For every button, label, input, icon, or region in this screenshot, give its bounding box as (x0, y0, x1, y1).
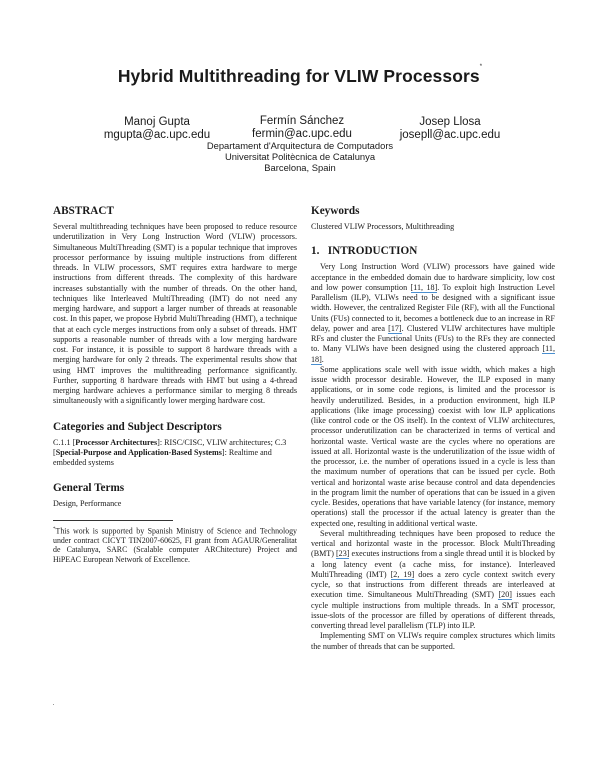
keywords-text: Clustered VLIW Processors, Multithreadin… (311, 222, 455, 231)
categories-section: Categories and Subject Descriptors C.1.1… (53, 421, 297, 469)
general-terms-text: Design, Performance (53, 499, 122, 509)
abstract-section: ABSTRACT Several multithreading techniqu… (53, 205, 297, 407)
footnote-mark: * (53, 526, 56, 532)
footnote: *This work is supported by Spanish Minis… (53, 525, 297, 565)
text-run: does a zero cycle context switch every c… (311, 569, 556, 600)
text-run: Very Long Instruction Word (VLIW) proces… (311, 262, 555, 292)
category-bold: Processor Architectures (75, 437, 158, 447)
category-rest: ]: RISC/CISC, VLIW architectures; C.3 [ (53, 437, 287, 457)
citation-link[interactable]: [11, 18] (410, 282, 438, 293)
paper-title: Hybrid Multithreading for VLIW Processor… (0, 64, 600, 87)
affiliation-location: Barcelona, Spain (264, 162, 336, 173)
intro-paragraph-1: Very Long Instruction Word (VLIW) proces… (311, 262, 555, 365)
author-name: Manoj Gupta (124, 116, 190, 128)
citation-link[interactable]: [2, 19] (390, 569, 415, 580)
citation-link[interactable]: [11, 18] (311, 344, 555, 365)
author-email: fermin@ac.upc.edu (252, 128, 352, 140)
keywords-heading: Keywords (311, 205, 360, 217)
intro-paragraph-2: Some applications scale well with issue … (311, 364, 555, 528)
title-footnote-mark: * (479, 64, 483, 70)
abstract-text: Several multithreading techniques have b… (53, 222, 297, 406)
intro-paragraph-4: Implementing SMT on VLIWs require comple… (311, 631, 555, 651)
author-email: mgupta@ac.upc.edu (103, 129, 211, 141)
affiliation-department: Departament d'Arquitectura de Computador… (206, 140, 394, 151)
category-rest: ]: Realtime and embedded systems (53, 447, 272, 467)
page-artifact-dot (53, 704, 54, 705)
citation-link[interactable]: [17] (388, 323, 402, 334)
text-run: executes instructions from a single thre… (311, 549, 555, 579)
category-code: C.1.1 [ (53, 437, 76, 447)
introduction-heading: 1. INTRODUCTION (311, 245, 418, 258)
abstract-heading: ABSTRACT (53, 205, 114, 217)
footnote-text: This work is supported by Spanish Minist… (53, 526, 297, 564)
text-run: issues each cycle multiple instructions … (311, 590, 555, 630)
left-column: ABSTRACT Several multithreading techniqu… (53, 205, 297, 565)
author-3: Josep Llosa josepll@ac.upc.edu (385, 116, 515, 142)
right-column: Keywords Clustered VLIW Processors, Mult… (311, 205, 555, 652)
citation-link[interactable]: [20] (498, 590, 512, 601)
text-run: . Clustered VLIW architectures have mult… (311, 323, 555, 354)
affiliation: Departament d'Arquitectura de Computador… (0, 140, 600, 173)
text-run: Several multithreading techniques have b… (311, 528, 555, 559)
categories-heading: Categories and Subject Descriptors (53, 420, 222, 433)
author-2: Fermín Sánchez fermin@ac.upc.edu (237, 115, 367, 141)
intro-paragraph-3: Several multithreading techniques have b… (311, 529, 555, 632)
general-terms-heading: General Terms (53, 482, 125, 495)
introduction-section: 1. INTRODUCTION Very Long Instruction Wo… (311, 245, 555, 652)
categories-text: C.1.1 [Processor Architectures]: RISC/CI… (53, 438, 297, 469)
author-name: Josep Llosa (419, 116, 481, 128)
title-text: Hybrid Multithreading for VLIW Processor… (117, 66, 480, 86)
author-1: Manoj Gupta mgupta@ac.upc.edu (92, 116, 222, 142)
footnote-rule (53, 519, 173, 521)
citation-link[interactable]: [23] (335, 549, 350, 560)
text-run: . (321, 354, 324, 364)
keywords-section: Keywords Clustered VLIW Processors, Mult… (311, 205, 555, 232)
general-terms-section: General Terms Design, Performance (53, 482, 297, 509)
affiliation-university: Universitat Politècnica de Catalunya (224, 151, 376, 162)
category-bold: Special-Purpose and Application-Based Sy… (55, 447, 222, 457)
author-email: josepll@ac.upc.edu (399, 129, 501, 141)
text-run: . To exploit high Instruction Level Para… (311, 282, 556, 333)
author-name: Fermín Sánchez (259, 115, 345, 127)
